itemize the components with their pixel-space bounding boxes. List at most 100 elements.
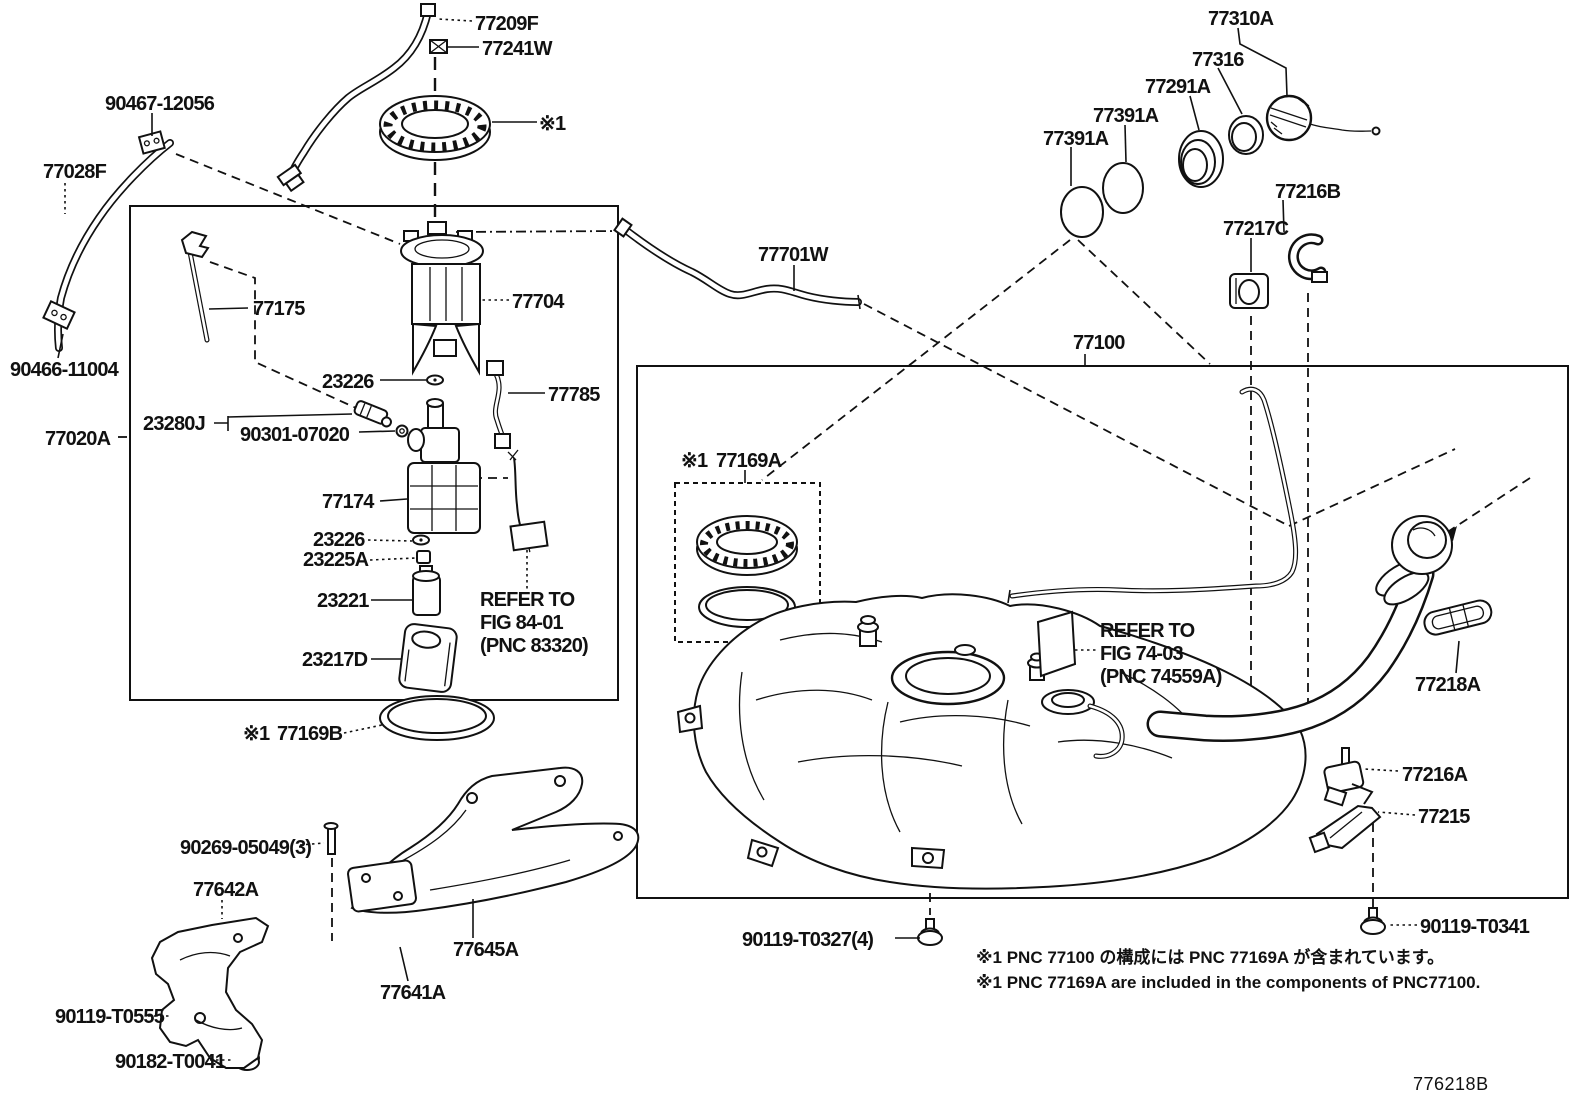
retainer-ring-77169A-drawing [696,515,798,628]
fuel-pump-23221-drawing [412,565,441,616]
clamp-90467-drawing [137,130,166,155]
label-77169A: 77169A [716,450,782,472]
tank-gasket-77169B-drawing [379,695,495,741]
label-ref1-line3: (PNC 83320) [480,635,588,657]
fuel-breather-hose-77209F-drawing [276,3,448,193]
hose-connector [276,163,305,193]
grommet-23226-a-drawing [426,374,444,386]
label-star-77169B: ※1 [243,723,270,745]
filler-pipe-drawing [1146,515,1453,742]
tank-mount-tabs [676,704,946,870]
fuel-hose-77028F-drawing [42,130,174,352]
label-77316: 77316 [1192,49,1244,71]
footnote-japanese: ※1 PNC 77100 の構成には PNC 77169A が含まれています。 [976,947,1444,967]
clamp-77241W-drawing [429,39,448,54]
label-77241W: 77241W [482,38,553,60]
label-23221: 23221 [317,590,369,612]
label-ref1-line1: REFER TO [480,589,575,611]
label-90467-12056: 90467-12056 [105,93,215,115]
bolt-90119-T0327-drawing [917,918,943,946]
fuel-tank-77100-drawing [676,593,1307,890]
label-23225A: 23225A [303,549,369,571]
label-77701W: 77701W [758,244,829,266]
label-23226-a: 23226 [322,371,374,393]
label-ref2-line3: (PNC 74559A) [1100,666,1222,688]
label-77215: 77215 [1418,806,1470,828]
label-ref2-line1: REFER TO [1100,620,1195,642]
diagram-code: 776218B [1413,1074,1489,1094]
label-77391A-1: 77391A [1093,105,1159,127]
bracket-77215-drawing [1308,804,1382,854]
label-90182-T0041: 90182-T0041 [115,1051,226,1073]
label-77216A: 77216A [1402,764,1468,786]
label-90119-T0327: 90119-T0327(4) [742,929,873,951]
bolt-90119-T0341-drawing [1360,907,1386,935]
breather-pipe-drawing [1007,386,1299,604]
label-77028F: 77028F [43,161,107,183]
label-ref2-line2: FIG 74-03 [1100,643,1184,665]
fuel-cap-parts-drawing [1060,94,1381,238]
o-ring-90301-drawing [395,424,409,438]
label-77641A: 77641A [380,982,446,1004]
retainer-ring-drawing [379,95,491,161]
label-90466-11004: 90466-11004 [10,359,120,381]
grommet-23226-b-drawing [412,534,430,546]
tank-shield-77642A-drawing [150,916,270,1069]
label-77209F: 77209F [475,13,539,35]
label-23280J: 23280J [143,413,205,435]
label-77704: 77704 [512,291,565,313]
clamp-90466-drawing [42,300,76,330]
clamp-77216B-drawing [1287,233,1328,283]
label-77642A: 77642A [193,879,259,901]
label-90119-T0555: 90119-T0555 [55,1006,165,1028]
shield-bracket-middle-drawing [347,859,417,913]
label-77020A: 77020A [45,428,111,450]
spacer-23225A-drawing [416,550,431,564]
clamp-77216A-drawing [1323,747,1374,807]
clamp-77217C-drawing [1229,273,1269,309]
filter-case-23217D-drawing [398,623,458,693]
ring-77316 [1228,115,1264,155]
label-23217D: 23217D [302,649,368,671]
ring-77291A [1178,130,1224,188]
label-77785: 77785 [548,384,600,406]
label-77175: 77175 [253,298,305,320]
label-77291A: 77291A [1145,76,1211,98]
label-23226-b: 23226 [313,529,365,551]
label-77217C: 77217C [1223,218,1289,240]
pipe-protector-77218A-drawing [1423,599,1493,636]
in-tank-pump-drawing [1041,689,1125,759]
label-77174: 77174 [322,491,375,513]
label-star-77169A: ※1 [681,450,708,472]
label-90269-05049: 90269-05049(3) [180,837,311,859]
pump-bracket-77174-drawing [407,398,481,534]
refer-plate-74-03 [1036,610,1077,678]
refer-plate-84-01 [528,548,531,553]
pin-90269-drawing [323,822,339,855]
fuel-sender-rod-77175-drawing [180,230,210,343]
label-90119-T0341: 90119-T0341 [1420,916,1530,938]
label-star-ring: ※1 [539,113,566,135]
label-77645A: 77645A [453,939,519,961]
label-77169B: 77169B [277,723,343,745]
label-77310A: 77310A [1208,8,1274,30]
label-77391A-2: 77391A [1043,128,1109,150]
suction-valve-23280J-drawing [353,400,392,428]
gasket-77391A-2 [1060,186,1104,238]
fuel-tank-vent-hose-77701W-drawing [613,217,862,310]
fuel-tank-assembly-box [636,365,1569,899]
tube-77785-drawing [486,360,511,449]
gasket-kit-dashed-box [674,482,821,643]
fuel-pump-module-77704-drawing [400,221,484,376]
tank-fitting-left [857,615,879,647]
label-ref1-line2: FIG 84-01 [480,612,564,634]
leader-lines [57,18,1460,1061]
fuel-pump-subassembly-box [129,205,619,701]
gasket-77391A-1 [1102,162,1144,214]
label-77218A: 77218A [1415,674,1481,696]
label-77216B: 77216B [1275,181,1341,203]
fuel-cap-77310A [1265,94,1381,142]
hose-end-clamp [420,3,436,17]
